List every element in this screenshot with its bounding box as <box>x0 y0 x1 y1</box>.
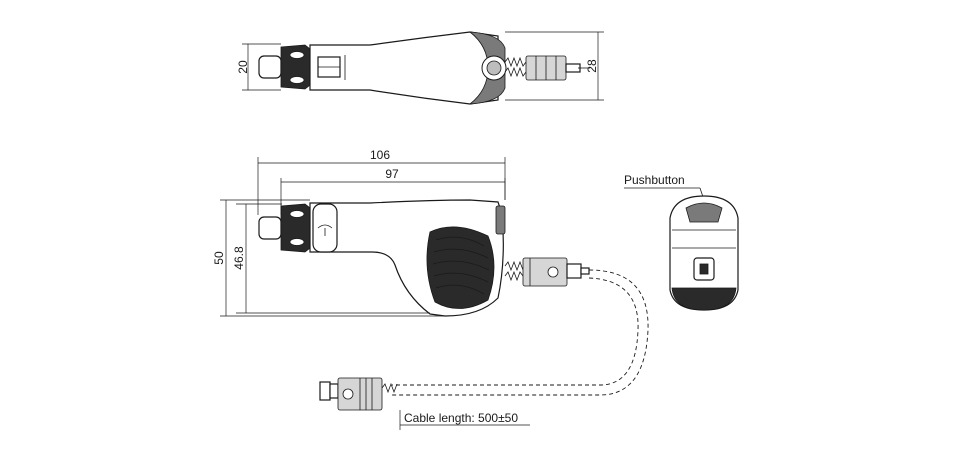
cable-end-connector <box>319 377 398 411</box>
cable-path <box>392 269 649 396</box>
top-plug <box>565 63 581 73</box>
dim-top-cable-height: 28 <box>585 59 599 73</box>
pushbutton-label: Pushbutton <box>624 173 685 187</box>
top-end-cap <box>468 31 506 105</box>
side-spring <box>504 260 524 272</box>
side-plug <box>566 263 582 279</box>
top-tip-pin <box>258 55 282 79</box>
side-tip-pin <box>258 216 282 240</box>
dim-total-height: 50 <box>212 251 226 265</box>
top-view-dimensions <box>242 31 604 101</box>
dim-total-length: 106 <box>370 148 390 162</box>
side-view-charger <box>258 199 590 317</box>
dim-body-height: 46.8 <box>232 246 246 270</box>
end-view-charger <box>624 187 739 311</box>
top-view-charger <box>258 31 590 105</box>
side-grip <box>426 226 495 309</box>
top-body <box>309 31 499 105</box>
cable-length-label: Cable length: 500±50 <box>404 411 518 425</box>
side-pushbutton <box>495 205 506 235</box>
end-view-grip <box>671 287 737 311</box>
top-spring <box>504 56 527 68</box>
side-view-dimensions <box>220 157 530 430</box>
end-plug <box>319 381 331 401</box>
end-view-pushbutton <box>685 202 723 223</box>
dim-top-height: 20 <box>236 60 250 74</box>
dim-body-length: 97 <box>385 167 399 181</box>
